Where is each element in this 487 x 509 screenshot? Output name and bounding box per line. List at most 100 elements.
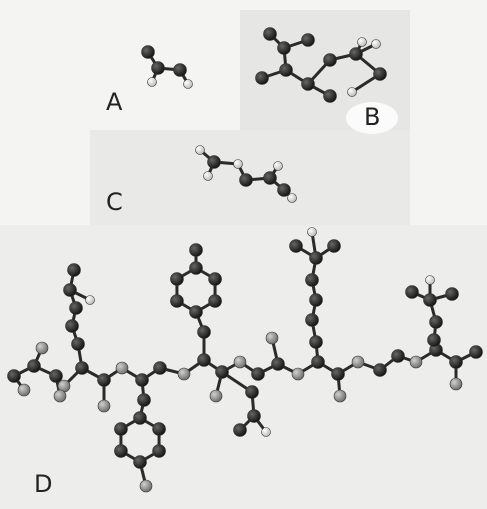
panel-label-c: C [106,188,123,216]
hydrogen-atom [357,37,367,47]
oxygen-atom [53,389,67,403]
hydrogen-atom [425,275,435,285]
carbon-atom [133,411,147,425]
oxygen-atom [209,389,223,403]
oxygen-atom [97,399,111,413]
carbon-atom [207,155,221,169]
carbon-atom [349,47,363,61]
oxygen-atom [233,355,247,369]
oxygen-atom [449,377,463,391]
carbon-atom [141,45,155,59]
carbon-atom [327,239,341,253]
carbon-atom [305,313,319,327]
carbon-atom [65,319,79,333]
carbon-atom [277,183,291,197]
carbon-atom [373,363,387,377]
oxygen-atom [265,331,279,345]
atom-layer [7,27,483,493]
oxygen-atom [333,389,347,403]
hydrogen-atom [261,427,271,437]
carbon-atom [391,349,405,363]
carbon-atom [170,272,184,286]
carbon-atom [255,71,269,85]
carbon-atom [97,373,111,387]
hydrogen-atom [347,87,357,97]
hydrogen-atom [371,39,381,49]
hydrogen-atom [183,79,193,89]
carbon-atom [323,53,337,67]
carbon-atom [289,239,303,253]
carbon-atom [49,369,63,383]
carbon-atom [27,359,41,373]
carbon-atom [153,361,167,375]
carbon-atom [247,409,261,423]
carbon-atom [263,171,277,185]
carbon-atom [301,33,315,47]
carbon-atom [469,345,483,359]
carbon-atom [251,367,265,381]
carbon-atom [277,41,291,55]
oxygen-atom [35,341,49,355]
oxygen-atom [115,361,129,375]
carbon-atom [271,357,285,371]
carbon-atom [67,263,81,277]
carbon-atom [323,89,337,103]
carbon-atom [311,355,325,369]
carbon-atom [7,369,21,383]
hydrogen-atom [287,193,297,203]
carbon-atom [197,325,211,339]
carbon-atom [309,335,323,349]
oxygen-atom [139,479,153,493]
carbon-atom [331,367,345,381]
panel-label-b: B [364,103,381,131]
carbon-atom [245,385,259,399]
oxygen-atom [177,367,191,381]
carbon-atom [208,294,222,308]
carbon-atom [215,365,229,379]
carbon-atom [239,173,253,187]
hydrogen-atom [307,227,317,237]
panel-label-d: D [34,470,53,498]
oxygen-atom [351,355,365,369]
carbon-atom [69,301,83,315]
carbon-atom [75,361,89,375]
carbon-atom [189,305,203,319]
carbon-atom [189,243,203,257]
carbon-atom [71,337,85,351]
carbon-atom [63,283,77,297]
carbon-atom [445,287,459,301]
hydrogen-atom [195,145,205,155]
carbon-atom [279,63,293,77]
carbon-atom [197,353,211,367]
oxygen-atom [409,355,423,369]
carbon-atom [405,285,419,299]
carbon-atom [189,261,203,275]
carbon-atom [373,67,387,81]
carbon-atom [137,393,151,407]
carbon-atom [423,293,437,307]
carbon-atom [427,333,441,347]
carbon-atom [173,63,187,77]
carbon-atom [170,294,184,308]
oxygen-atom [291,367,305,381]
hydrogen-atom [85,295,95,305]
carbon-atom [301,77,315,91]
carbon-atom [429,315,443,329]
oxygen-atom [17,383,31,397]
carbon-atom [133,455,147,469]
carbon-atom [309,293,323,307]
hydrogen-atom [233,159,243,169]
carbon-atom [114,444,128,458]
panel-label-a: A [106,88,123,116]
carbon-atom [152,422,166,436]
hydrogen-atom [203,171,213,181]
carbon-atom [208,272,222,286]
hydrogen-atom [273,161,283,171]
carbon-atom [151,61,165,75]
carbon-atom [114,422,128,436]
carbon-atom [305,273,319,287]
carbon-atom [263,27,277,41]
carbon-atom [309,251,323,265]
panel-b-label-highlight [346,102,398,134]
